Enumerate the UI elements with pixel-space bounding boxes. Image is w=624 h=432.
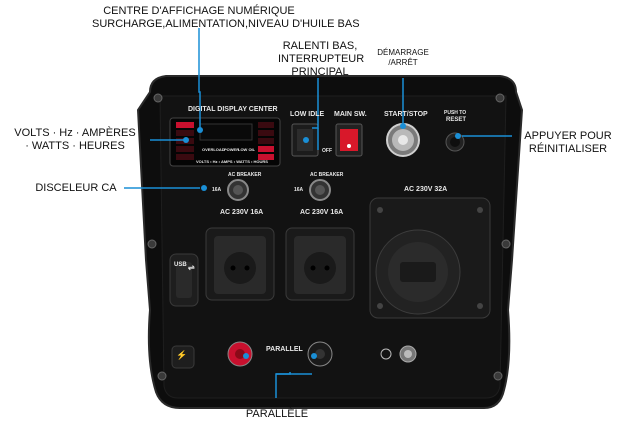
panel-label-breaker-rating-2: 16A xyxy=(294,187,304,193)
callout-lines xyxy=(124,28,512,398)
display-led-column-right xyxy=(258,122,274,160)
callout-meter-line2: · WATTS · HEURES xyxy=(25,140,125,152)
usb-icon: ⇌ xyxy=(188,263,195,272)
callout-start-stop-line1: DÉMARRAGE xyxy=(377,48,429,57)
charge-port xyxy=(171,345,195,369)
panel-label-ac-outlet-2: AC 230V 16A xyxy=(300,209,344,216)
panel-label-start-stop: START/STOP xyxy=(384,111,428,118)
callout-start-stop: DÉMARRAGE /ARRÊT xyxy=(372,48,434,68)
panel-label-low-oil: LOW OIL xyxy=(238,147,256,152)
panel-screws xyxy=(147,93,511,381)
panel-label-reset: RESET xyxy=(446,117,467,123)
panel-label-parallel: PARALLEL xyxy=(266,346,303,353)
callout-display-center-title: CENTRE D'AFFICHAGE NUMÉRIQUE xyxy=(103,5,295,17)
panel-label-low-idle: LOW IDLE xyxy=(290,111,325,118)
panel-label-ac-breaker-2: AC BREAKER xyxy=(310,172,344,178)
panel-label-off: OFF xyxy=(322,148,332,154)
panel-label-usb: USB xyxy=(174,262,187,268)
callout-display-center-sub: SURCHARGE,ALIMENTATION,NIVEAU D'HUILE BA… xyxy=(92,18,360,30)
ac-outlet-2-socket xyxy=(285,227,355,301)
callout-idle-main-line3: PRINCIPAL xyxy=(291,66,349,78)
panel-label-ac-outlet-1: AC 230V 16A xyxy=(220,209,264,216)
callout-start-stop-line2: /ARRÊT xyxy=(388,58,418,67)
callout-reset-line1: APPUYER POUR xyxy=(524,130,612,142)
ac-outlet-1-socket xyxy=(205,227,275,301)
panel-label-push-to: PUSH TO xyxy=(444,110,467,116)
callout-idle-main-line1: RALENTI BAS, xyxy=(282,40,358,52)
callout-idle-main: RALENTI BAS, INTERRUPTEUR PRINCIPAL xyxy=(278,40,365,79)
panel-label-breaker-rating-1: 16A xyxy=(212,187,222,193)
panel-label-digital-display: DIGITAL DISPLAY CENTER xyxy=(188,106,278,113)
ac-outlet-3-socket xyxy=(369,197,491,319)
panel-label-meter-modes: VOLTS • Hz • AMPS • WATTS • HOURS xyxy=(196,159,268,164)
callout-meter-line1: VOLTS · Hz · AMPÈRES xyxy=(14,127,136,139)
callout-reset: APPUYER POUR RÉINITIALISER xyxy=(516,130,620,156)
callout-parallel: PARALLÈLE xyxy=(245,408,309,420)
panel-label-ac-breaker-1: AC BREAKER xyxy=(228,172,262,178)
panel-label-main-sw: MAIN SW. xyxy=(334,111,367,118)
panel-label-overload: OVERLOAD xyxy=(202,147,225,152)
callout-idle-main-line2: INTERRUPTEUR xyxy=(278,53,365,65)
lightning-icon: ⚡ xyxy=(176,350,188,360)
callout-breaker: DISCELEUR CA xyxy=(35,182,117,194)
callout-meter: VOLTS · Hz · AMPÈRES · WATTS · HEURES xyxy=(4,127,146,153)
ground-symbol xyxy=(380,348,392,360)
callout-display-center: CENTRE D'AFFICHAGE NUMÉRIQUE SURCHARGE,A… xyxy=(92,5,360,31)
callout-reset-line2: RÉINITIALISER xyxy=(528,143,608,155)
panel-label-ac-outlet-3: AC 230V 32A xyxy=(404,186,448,193)
panel-label-power: POWER xyxy=(224,147,240,152)
callout-dots xyxy=(183,123,461,359)
display-digits xyxy=(199,123,253,141)
